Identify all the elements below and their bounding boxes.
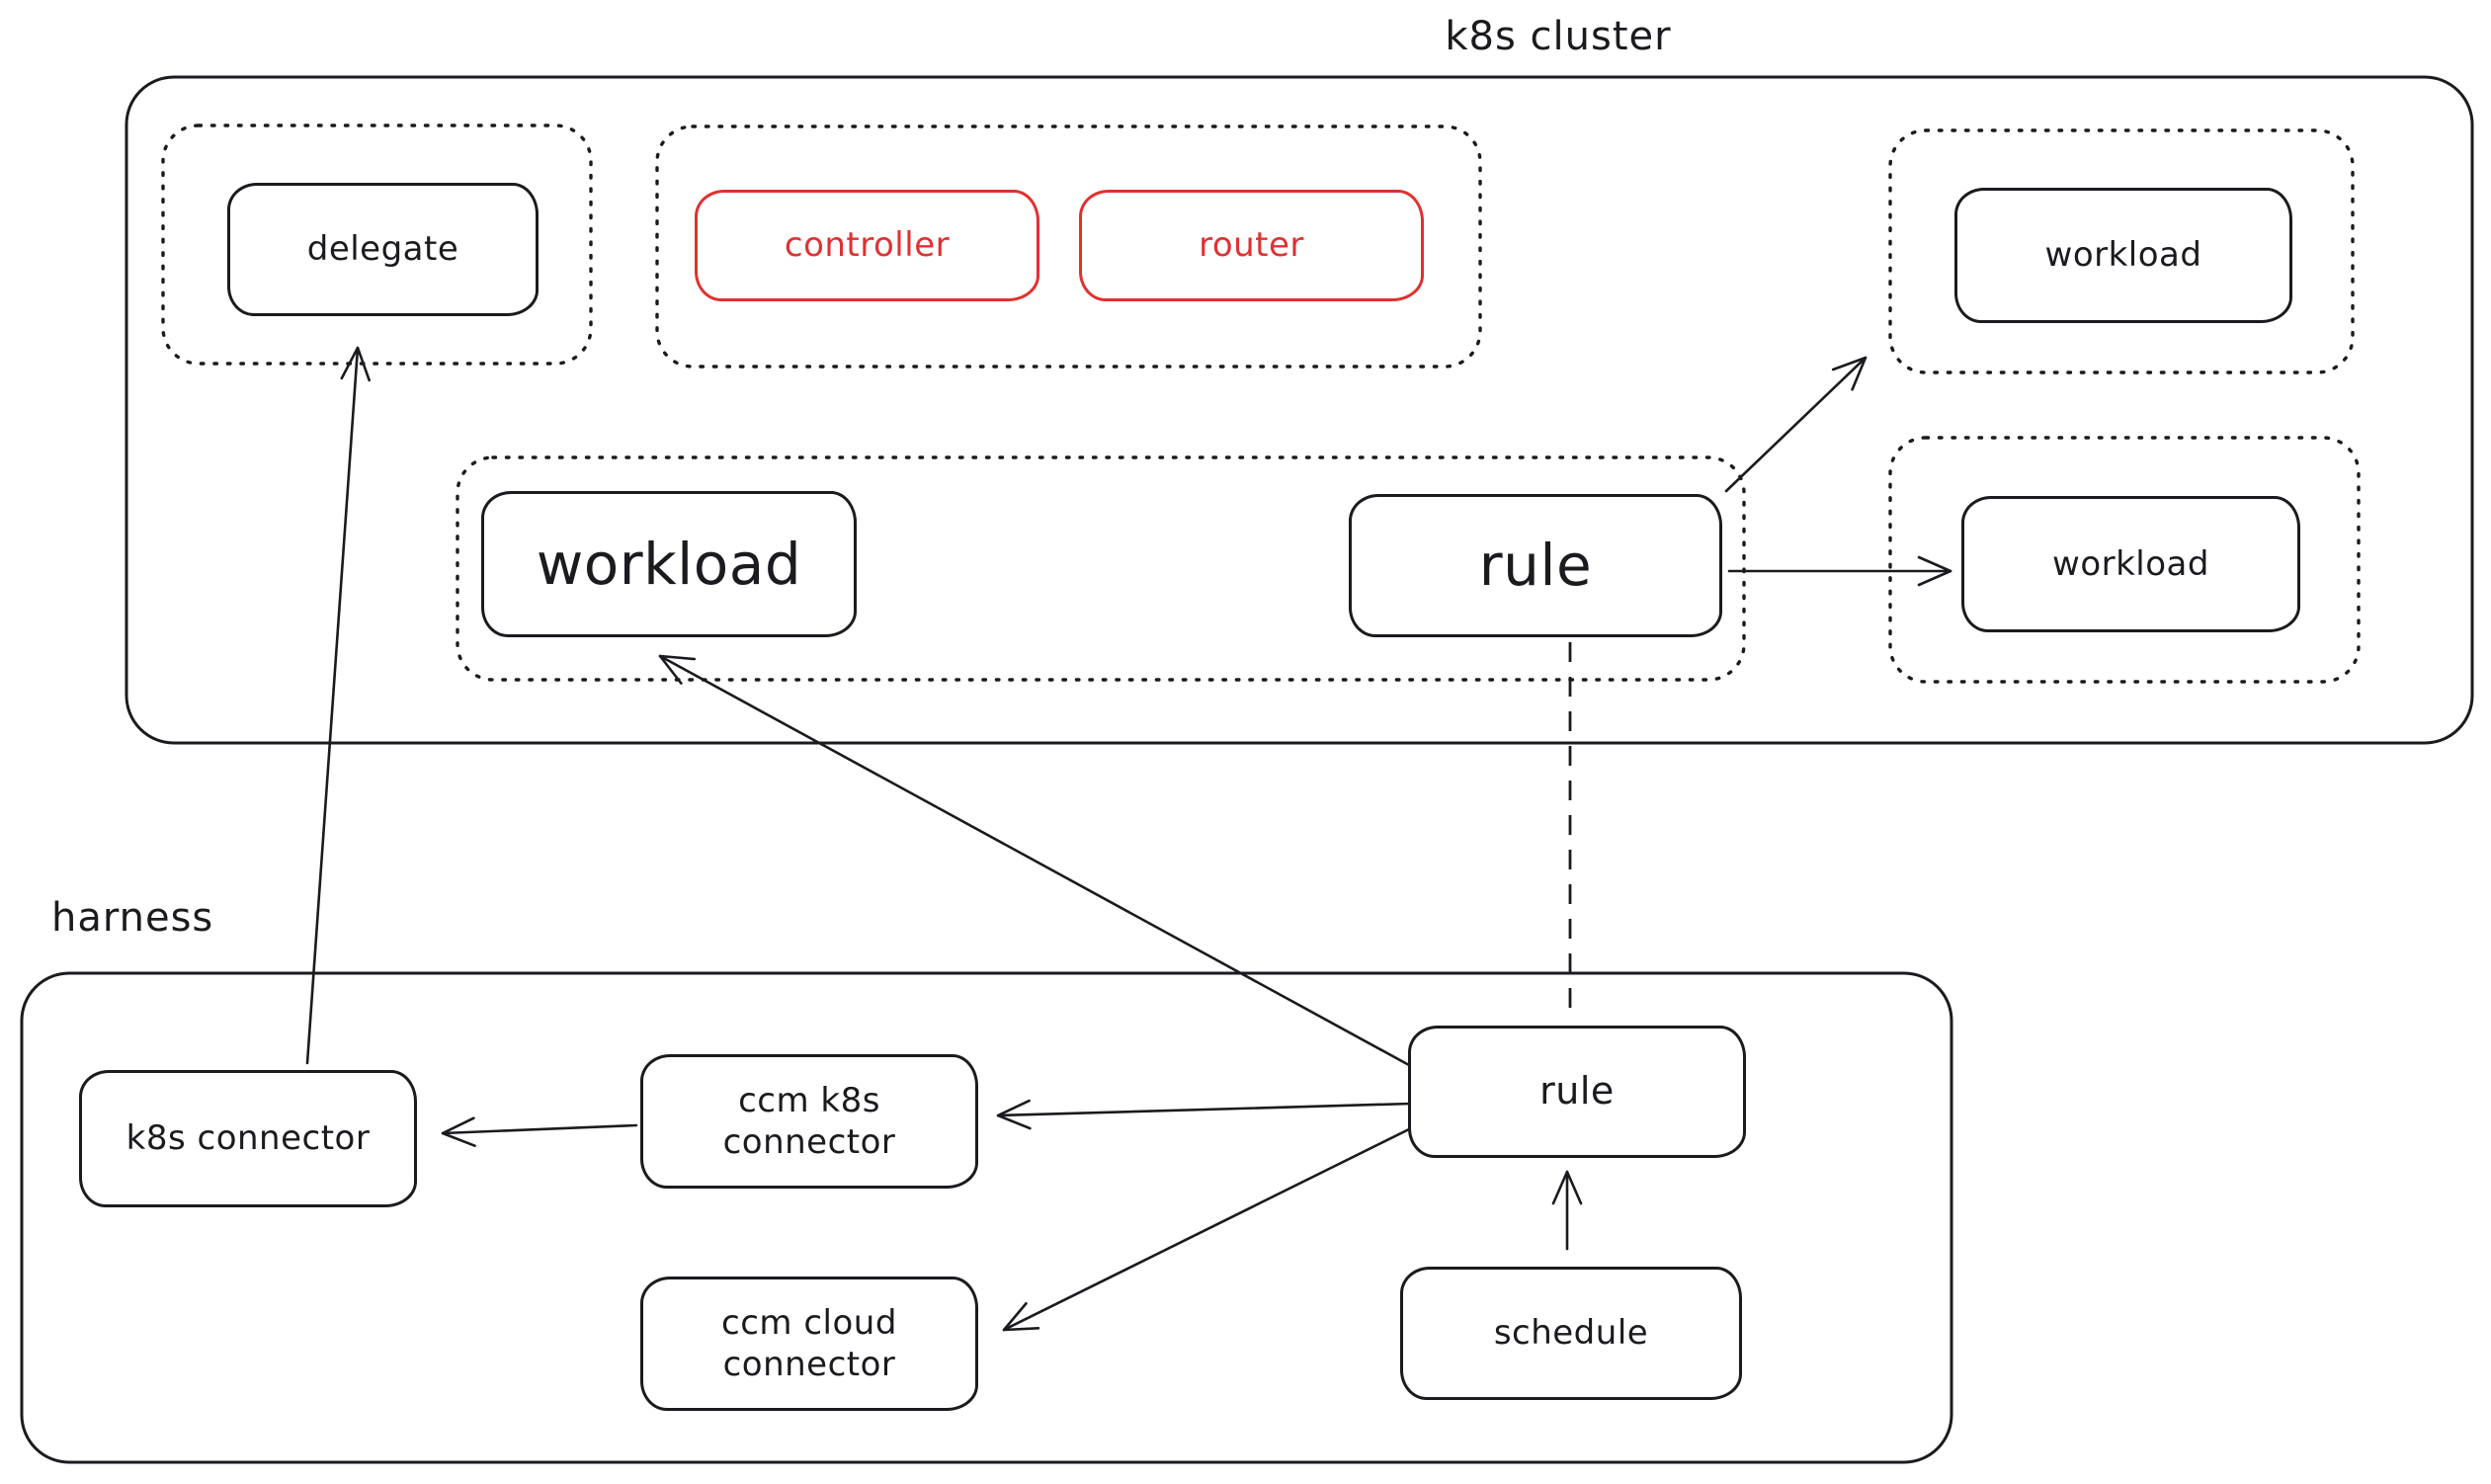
ccm-cloud-connector-node-label-line2: connector [722, 1345, 896, 1384]
ccm-k8s-connector-node-label-line1: ccm k8s [738, 1080, 880, 1120]
k8s-connector-node-label: k8s connector [125, 1118, 371, 1159]
harness-label: harness [51, 895, 214, 941]
schedule-node-label: schedule [1493, 1313, 1649, 1354]
ccm-cloud-connector-node-label-line1: ccm cloud [721, 1302, 897, 1343]
arrow-rule-to-workload-top-right [1724, 356, 1868, 493]
controller-node: controller [695, 190, 1039, 301]
delegate-node-label: delegate [306, 229, 459, 270]
arrow-harness-rule-to-workload-main [658, 654, 1411, 1067]
rule-cluster-node: rule [1349, 494, 1722, 637]
arrow-ccm-k8s-connector-to-k8s-connector [441, 1116, 638, 1147]
workload-main-node: workload [481, 491, 857, 637]
k8s-cluster-label: k8s cluster [1445, 14, 1672, 59]
rule-cluster-node-label: rule [1478, 532, 1593, 600]
ccm-k8s-connector-node: ccm k8s connector [640, 1054, 978, 1189]
arrow-harness-rule-to-ccm-cloud-connector [1002, 1126, 1413, 1332]
router-node: router [1079, 190, 1424, 301]
workload-mid-right-node-label: workload [2052, 543, 2209, 584]
controller-node-label: controller [784, 225, 951, 266]
rule-harness-node: rule [1408, 1026, 1746, 1158]
workload-top-right-node-label: workload [2044, 235, 2202, 276]
schedule-node: schedule [1400, 1267, 1742, 1400]
arrow-k8s-connector-to-delegate [305, 346, 372, 1065]
rule-harness-node-label: rule [1539, 1069, 1615, 1113]
router-node-label: router [1199, 225, 1304, 266]
arrow-harness-rule-to-ccm-k8s-connector [996, 1099, 1413, 1130]
workload-mid-right-node: workload [1961, 496, 2300, 632]
k8s-cluster-container [125, 75, 2474, 745]
k8s-connector-node: k8s connector [79, 1070, 417, 1207]
ccm-cloud-connector-node: ccm cloud connector [640, 1277, 978, 1411]
ccm-k8s-connector-node-label-line2: connector [722, 1122, 896, 1162]
delegate-node: delegate [227, 183, 539, 316]
workload-main-node-label: workload [536, 530, 802, 598]
workload-top-right-node: workload [1954, 188, 2292, 323]
